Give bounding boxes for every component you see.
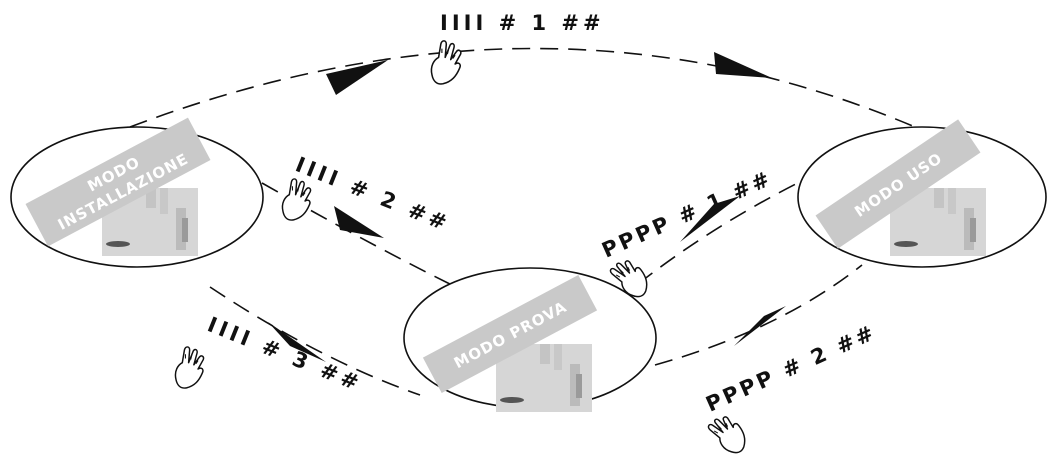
arrowhead-top-right: [714, 52, 772, 78]
code-prova-to-install: IIII # 3 ##: [204, 312, 366, 396]
transition-install-to-uso: [129, 47, 916, 128]
hand-pointer-icon: [702, 410, 754, 458]
arrowhead-install-to-prova: [334, 206, 384, 238]
transition-prova-to-uso: [654, 264, 863, 366]
mode-installazione-node: MODO INSTALLAZIONE: [10, 117, 264, 268]
arrowhead-uso-to-prova: [680, 196, 740, 242]
arrowhead-prova-to-install: [268, 322, 326, 362]
mode-uso-node: MODO USO: [797, 119, 1047, 268]
hand-pointer-icon: [430, 40, 462, 85]
mode-prova-node: MODO PROVA: [403, 267, 657, 412]
code-install-to-prova: IIII # 2 ##: [292, 152, 454, 236]
code-prova-to-uso: PPPP # 2 ##: [702, 320, 880, 417]
arrowhead-prova-to-uso: [734, 306, 786, 346]
code-top: IIII # 1 ##: [440, 11, 605, 35]
hand-pointer-icon: [281, 178, 312, 221]
arrowhead-top-left: [326, 60, 388, 95]
hand-pointer-icon: [174, 346, 205, 389]
transition-prova-to-install: [209, 286, 421, 396]
